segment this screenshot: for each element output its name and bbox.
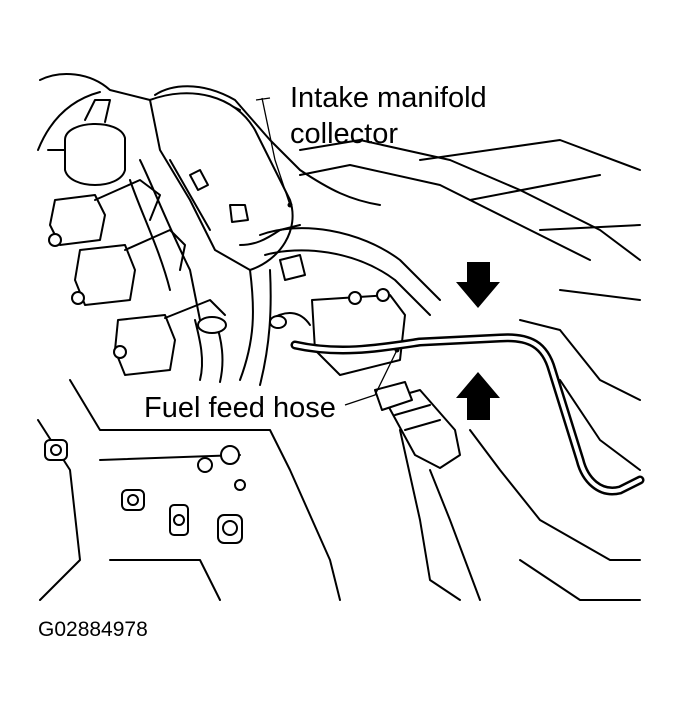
intake-manifold-label-line2: collector [290,118,398,150]
hoses [194,227,441,386]
intake-manifold-label-line1: Intake manifold [290,82,487,114]
fuel-feed-hose-label: Fuel feed hose [140,390,340,426]
arrow-down-icon [456,262,500,308]
intake-manifold-collector [129,92,301,321]
figure-id: G02884978 [38,618,148,641]
fuel-rail-block [269,288,406,376]
ignition-coils [48,179,226,376]
fuel-quick-connector [374,381,461,469]
fasteners [44,439,246,544]
engine-outline [37,73,641,601]
oil-filler-cap [47,99,126,186]
leader-lines [255,97,398,406]
arrow-up-icon [456,372,500,420]
